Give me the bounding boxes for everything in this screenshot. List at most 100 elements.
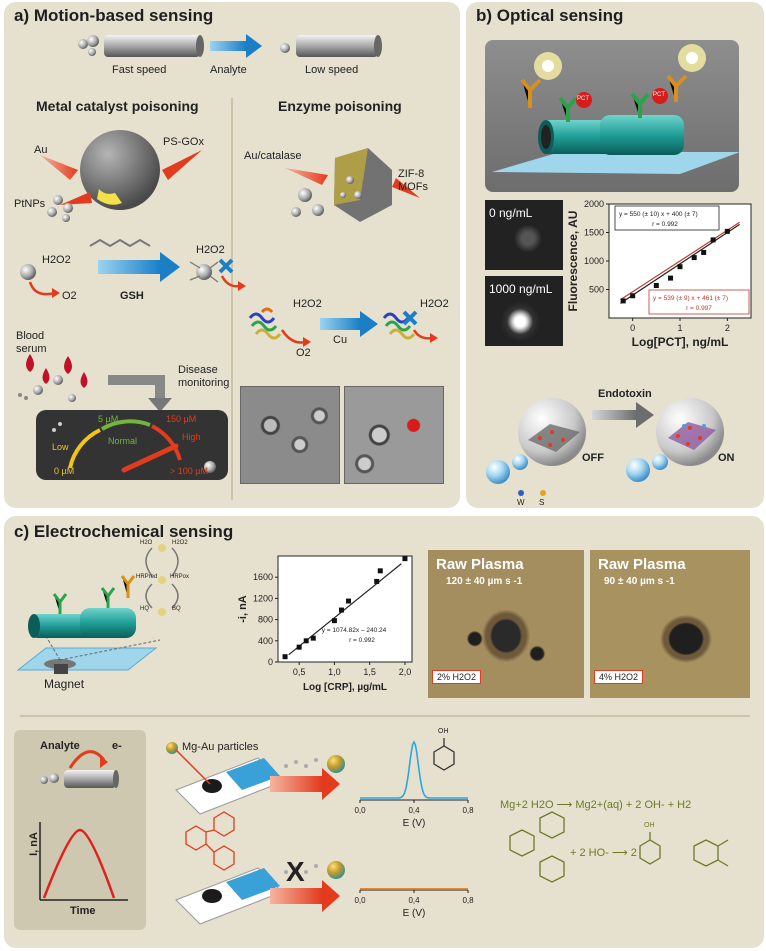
x-tick-label: 1,0 xyxy=(328,667,341,677)
x-axis-label: Log[PCT], ng/mL xyxy=(632,335,729,349)
ps-gox-label: PS-GOx xyxy=(163,136,204,148)
fluor-image-1000 xyxy=(485,276,563,346)
y-axis-label: Fluorescence, AU xyxy=(566,211,580,312)
x-tick-label: 2,0 xyxy=(399,667,412,677)
o2-label-2: O2 xyxy=(296,347,311,359)
data-point xyxy=(653,283,659,289)
y-tick-label: 1500 xyxy=(584,228,604,238)
gauge-low: Low xyxy=(52,442,69,452)
fluor-image-0 xyxy=(485,200,563,270)
cu-label: Cu xyxy=(333,334,348,346)
disease-monitoring-label: Disease monitoring xyxy=(178,364,230,389)
off-label: OFF xyxy=(582,452,604,464)
raw-plasma-pct-1: 2% H2O2 xyxy=(432,670,482,684)
raw-plasma-pct-2: 4% H2O2 xyxy=(594,670,644,684)
x-tick-label: 0,0 xyxy=(354,896,366,905)
r-1: r = 0.992 xyxy=(652,221,678,228)
data-point xyxy=(331,618,337,624)
data-point xyxy=(338,607,344,613)
gauge-5um: 5 µM xyxy=(98,414,119,424)
y-axis-label: -i, nA xyxy=(237,595,249,623)
data-point xyxy=(620,298,626,304)
x-tick-label: 0,8 xyxy=(462,896,474,905)
x-axis-label: Log [CRP], µg/mL xyxy=(303,682,387,693)
gauge-100um: > 100 µM xyxy=(170,466,208,476)
x-tick-label: 0 xyxy=(630,323,635,333)
gauge-0um: 0 µM xyxy=(54,466,75,476)
data-point xyxy=(668,275,674,281)
raw-plasma-image-2 xyxy=(590,550,750,698)
raw-plasma-title-1: Raw Plasma xyxy=(436,556,524,573)
endotoxin-label: Endotoxin xyxy=(598,388,652,400)
panel-b-title: b) Optical sensing xyxy=(476,6,624,25)
h2o2-label-1: H2O2 xyxy=(42,254,71,266)
data-point xyxy=(346,598,352,604)
eq-box-1 xyxy=(614,205,720,231)
mofs-label: MOFs xyxy=(398,181,428,193)
time-axis-label: Time xyxy=(70,905,96,917)
metal-catalyst-heading: Metal catalyst poisoning xyxy=(36,98,199,114)
data-point xyxy=(310,635,316,641)
low-speed-label: Low speed xyxy=(305,64,359,76)
dpv-curve xyxy=(360,740,468,799)
crp-eq: y = 1074.82x – 240.24 xyxy=(322,627,387,634)
fit-line-0 xyxy=(620,223,740,304)
data-point xyxy=(710,237,716,243)
y-tick-label: 1200 xyxy=(253,593,273,603)
x-axis-label: E (V) xyxy=(403,818,426,829)
raw-plasma-speed-2: 90 ± 40 µm s -1 xyxy=(604,576,675,587)
y-tick-label: 0 xyxy=(268,657,273,667)
x-tick-label: 1,5 xyxy=(363,667,376,677)
gauge-150um: 150 µM xyxy=(166,414,197,424)
ptnps-label: PtNPs xyxy=(14,198,46,210)
data-point xyxy=(282,654,288,660)
reaction-1-text: Mg+2 H2O ⟶ Mg2+(aq) + 2 OH- + H2 xyxy=(500,799,692,811)
reaction-1: Mg+2 H2O ⟶ Mg2+(aq) + 2 OH- + H2 xyxy=(500,798,691,811)
mg-au-label: Mg-Au particles xyxy=(182,741,259,753)
gsh-label: GSH xyxy=(120,290,144,302)
data-point xyxy=(691,255,697,261)
fluor-image-1000-label: 1000 ng/mL xyxy=(489,282,553,296)
gauge-normal: Normal xyxy=(108,436,138,446)
hrp-red: HRPred xyxy=(136,574,158,580)
eq-1: y = 550 (± 10) x + 400 (± 7) xyxy=(619,211,698,218)
reaction-2-text: + 2 HO- ⟶ 2 xyxy=(570,847,637,859)
data-point xyxy=(402,556,408,562)
au-label: Au xyxy=(34,144,48,156)
hrp-hq: HQ xyxy=(140,606,149,612)
data-point xyxy=(630,293,636,299)
eq-box-2 xyxy=(648,289,750,315)
zif8-label: ZIF-8 xyxy=(398,168,425,180)
electron-label: e- xyxy=(112,740,122,752)
raw-plasma-title-2: Raw Plasma xyxy=(598,556,686,573)
analyte-label: Analyte xyxy=(210,64,247,76)
x-tick-label: 1 xyxy=(677,323,682,333)
r-2: r = 0.997 xyxy=(686,305,712,312)
data-point xyxy=(701,249,707,255)
w-label: W xyxy=(517,498,525,507)
data-point xyxy=(724,228,730,234)
crp-r: r = 0.992 xyxy=(349,637,375,644)
magnet-label: Magnet xyxy=(44,677,85,691)
pct-label-2: PCT xyxy=(653,92,665,98)
y-tick-label: 2000 xyxy=(584,199,604,209)
fluor-image-0-label: 0 ng/mL xyxy=(489,206,533,220)
data-point xyxy=(303,638,309,644)
enzyme-poisoning-heading: Enzyme poisoning xyxy=(278,98,402,114)
data-point xyxy=(296,644,302,650)
x-tick-label: 0,5 xyxy=(293,667,306,677)
h2o2-label-2: H2O2 xyxy=(196,244,225,256)
hrp-bq: BQ xyxy=(172,606,181,612)
blood-serum-label: Blood serum xyxy=(16,330,47,355)
data-point xyxy=(374,578,380,584)
eq-2: y = 539 (± 9) x + 461 (± 7) xyxy=(653,295,728,302)
reaction-2: + 2 HO- ⟶ 2 xyxy=(570,846,637,859)
x-tick-label: 0,4 xyxy=(408,806,420,815)
on-label: ON xyxy=(718,452,735,464)
y-tick-label: 500 xyxy=(589,285,604,295)
fast-speed-label: Fast speed xyxy=(112,64,167,76)
